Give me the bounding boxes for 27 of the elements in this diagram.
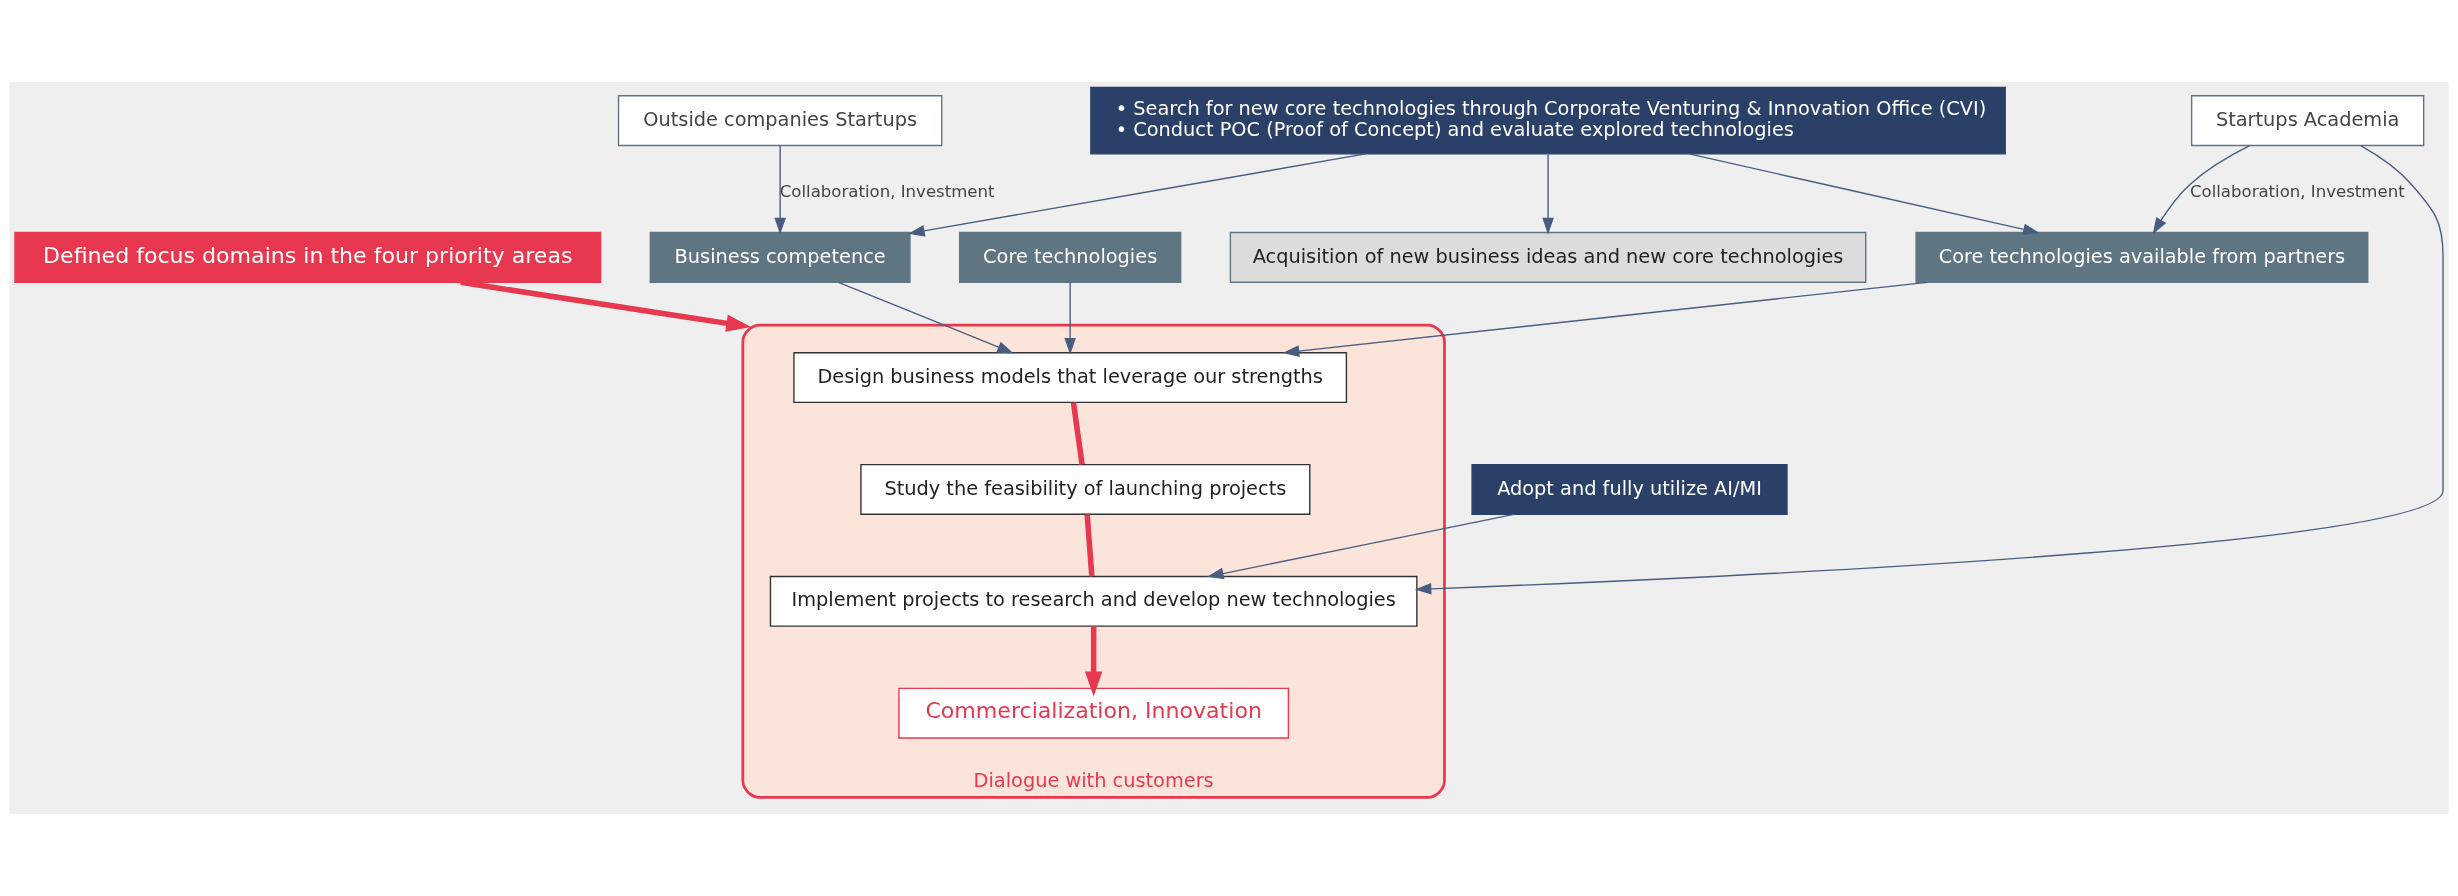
arrow [1282,281,1928,357]
arrow [1542,153,1554,235]
arrow [837,281,1014,354]
arrow [908,153,1367,237]
node-box: Outside companies Startups [617,95,943,147]
connector [1070,402,1085,465]
node-box: Commercialization, Innovation [898,687,1290,739]
arrow [1207,513,1515,580]
edge-label: Collaboration, Investment [2189,182,2405,202]
node-box: Acquisition of new business ideas and new core technologies [1229,231,1867,283]
arrow [1688,153,2040,235]
arrow [2152,145,2251,235]
node-box: Core technologies [959,231,1182,283]
node-box: Business competence [649,231,911,283]
node-box: Core technologies available from partners [1915,231,2369,283]
node-box: Adopt and fully utilize AI/MI [1471,463,1788,515]
node-box: Defined focus domains in the four priority areas [14,231,602,283]
node-box: • Search for new core technologies through Corporate Venturing & Innovation Office (CVI) • Conduct POC (Proof of Concept) and evaluate explored technologies [1090,86,2006,155]
arrow [774,145,786,235]
node-box: Implement projects to research and develop new technologies [769,575,1418,627]
node-box: Startups Academia [2190,95,2425,147]
arrow [1414,144,2444,595]
arrow [1064,281,1076,355]
node-box: Design business models that leverage our strengths [793,352,1348,404]
connector [1084,514,1095,577]
arrow [1084,626,1103,697]
node-box: Study the feasibility of launching projects [860,463,1311,515]
